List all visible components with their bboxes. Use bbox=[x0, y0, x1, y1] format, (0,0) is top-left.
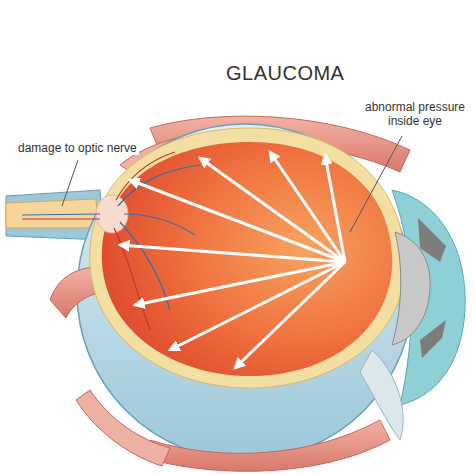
iris bbox=[420, 320, 446, 358]
pressure-arrow bbox=[270, 152, 345, 262]
callout-label: abnormal pressure inside eye bbox=[360, 100, 470, 128]
vein bbox=[22, 214, 100, 215]
pressure-arrow bbox=[120, 245, 345, 262]
pressure-arrow bbox=[130, 180, 345, 262]
pressure-arrow bbox=[170, 262, 345, 350]
eye-muscle bbox=[145, 420, 390, 471]
pressure-arrow bbox=[135, 262, 345, 305]
vein bbox=[124, 214, 195, 235]
choroid-layer bbox=[90, 128, 405, 388]
vein bbox=[118, 165, 200, 206]
ciliary-body bbox=[360, 350, 403, 440]
optic-nerve bbox=[6, 199, 98, 228]
blood-vessels bbox=[22, 152, 200, 330]
artery bbox=[114, 228, 150, 330]
pressure-arrows bbox=[120, 152, 345, 368]
callout-label: damage to optic nerve bbox=[16, 141, 139, 155]
pressure-arrow bbox=[325, 155, 345, 262]
pressure-arrow bbox=[235, 262, 345, 368]
diagram-title: GLAUCOMA bbox=[226, 62, 344, 85]
vein bbox=[120, 222, 170, 310]
leader-line bbox=[62, 160, 78, 206]
iris bbox=[418, 218, 446, 262]
retina-interior bbox=[102, 142, 392, 376]
leader-line bbox=[350, 136, 402, 232]
sclera bbox=[77, 124, 413, 460]
pressure-arrow bbox=[200, 158, 345, 262]
eye-muscle bbox=[76, 390, 170, 466]
cornea bbox=[392, 190, 465, 405]
artery bbox=[22, 218, 100, 219]
